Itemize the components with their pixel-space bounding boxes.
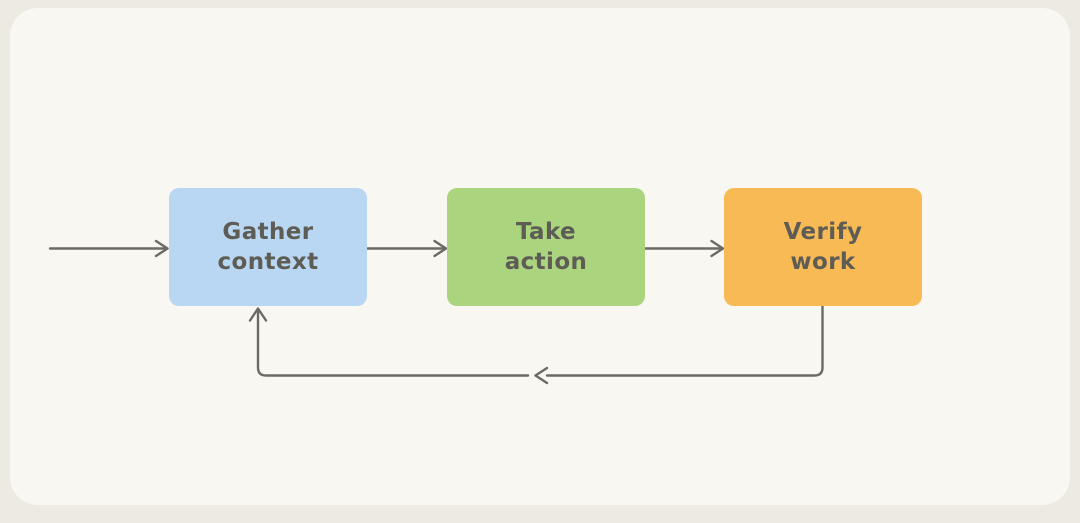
node-verify-work: Verify work xyxy=(724,188,922,306)
node-gather-context-label: Gather context xyxy=(217,219,319,275)
node-take-action-label: Take action xyxy=(504,219,588,275)
node-gather-context: Gather context xyxy=(169,188,367,306)
node-verify-work-label: Verify work xyxy=(783,219,863,275)
node-take-action: Take action xyxy=(447,188,645,306)
